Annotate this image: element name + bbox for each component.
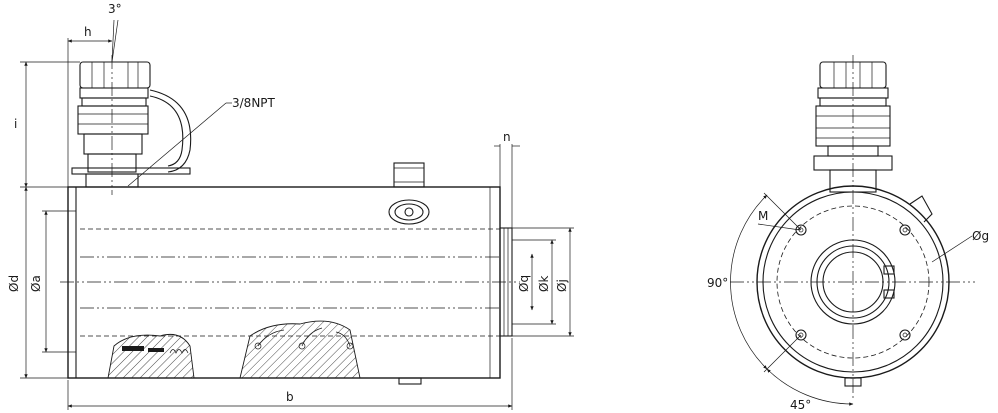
label-M: M	[758, 209, 768, 223]
label-b: b	[286, 390, 294, 404]
bolt-holes	[795, 224, 911, 341]
label-i: i	[14, 117, 17, 131]
vent-screw	[388, 199, 430, 225]
label-angle-45: 45°	[790, 398, 811, 412]
coupler	[71, 55, 192, 195]
side-view: 3° h i Ød Øa 3/8NPT n	[7, 2, 574, 410]
label-npt: 3/8NPT	[232, 96, 276, 110]
label-k: Øk	[537, 276, 551, 292]
label-g: Øg	[972, 229, 989, 243]
label-a: Øa	[29, 275, 43, 292]
label-angle-top: 3°	[108, 2, 122, 16]
cutaway-right	[239, 320, 361, 379]
label-q: Øq	[517, 275, 531, 292]
top-plug	[393, 162, 425, 188]
cutaway-left	[107, 333, 195, 379]
label-angle-90: 90°	[707, 276, 728, 290]
end-view: 90° 45° M Øg	[707, 55, 989, 412]
label-d: Ød	[7, 275, 21, 292]
label-h: h	[84, 25, 92, 39]
label-n: n	[503, 130, 511, 144]
label-j: Øj	[555, 279, 569, 292]
